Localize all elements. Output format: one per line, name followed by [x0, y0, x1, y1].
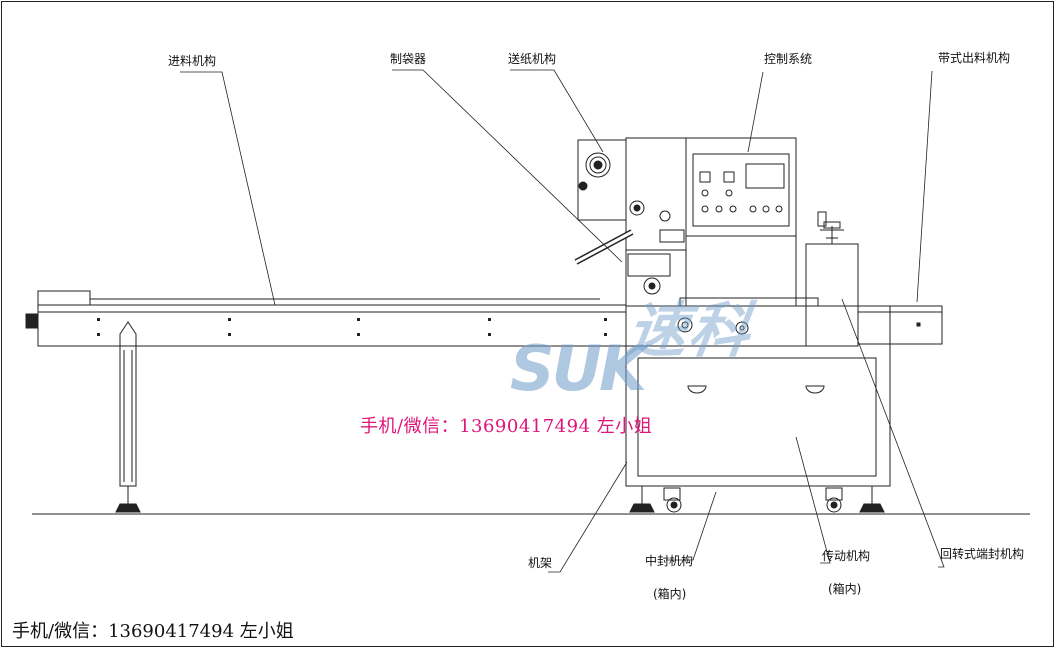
label-film-feed: 送纸机构 — [508, 52, 557, 66]
casters — [629, 486, 885, 513]
label-drive: 传动机构 — [822, 549, 871, 563]
feed-leg — [115, 321, 141, 513]
end-seal-housing — [805, 211, 859, 347]
leader-lines — [180, 69, 945, 573]
label-belt-out: 带式出料机构 — [938, 51, 1011, 65]
label-end-seal: 回转式端封机构 — [940, 547, 1025, 561]
label-control: 控制系统 — [764, 52, 813, 66]
contact-overlay: 手机/微信：13690417494 左小姐 — [360, 416, 653, 437]
label-drive-note: (箱内) — [828, 582, 862, 596]
watermark-brand: 速科 — [622, 296, 757, 366]
label-frame: 机架 — [528, 556, 553, 570]
label-middle-seal: 中封机构 — [645, 554, 694, 568]
label-bag-former: 制袋器 — [390, 52, 427, 66]
label-middle-seal-note: (箱内) — [653, 587, 687, 601]
contact-footer: 手机/微信：13690417494 左小姐 — [12, 621, 294, 642]
label-feed: 进料机构 — [168, 54, 217, 68]
belt-discharge — [857, 305, 943, 486]
control-box — [679, 137, 819, 307]
upper-head — [574, 137, 687, 307]
watermark-logo: SUK — [510, 332, 647, 405]
